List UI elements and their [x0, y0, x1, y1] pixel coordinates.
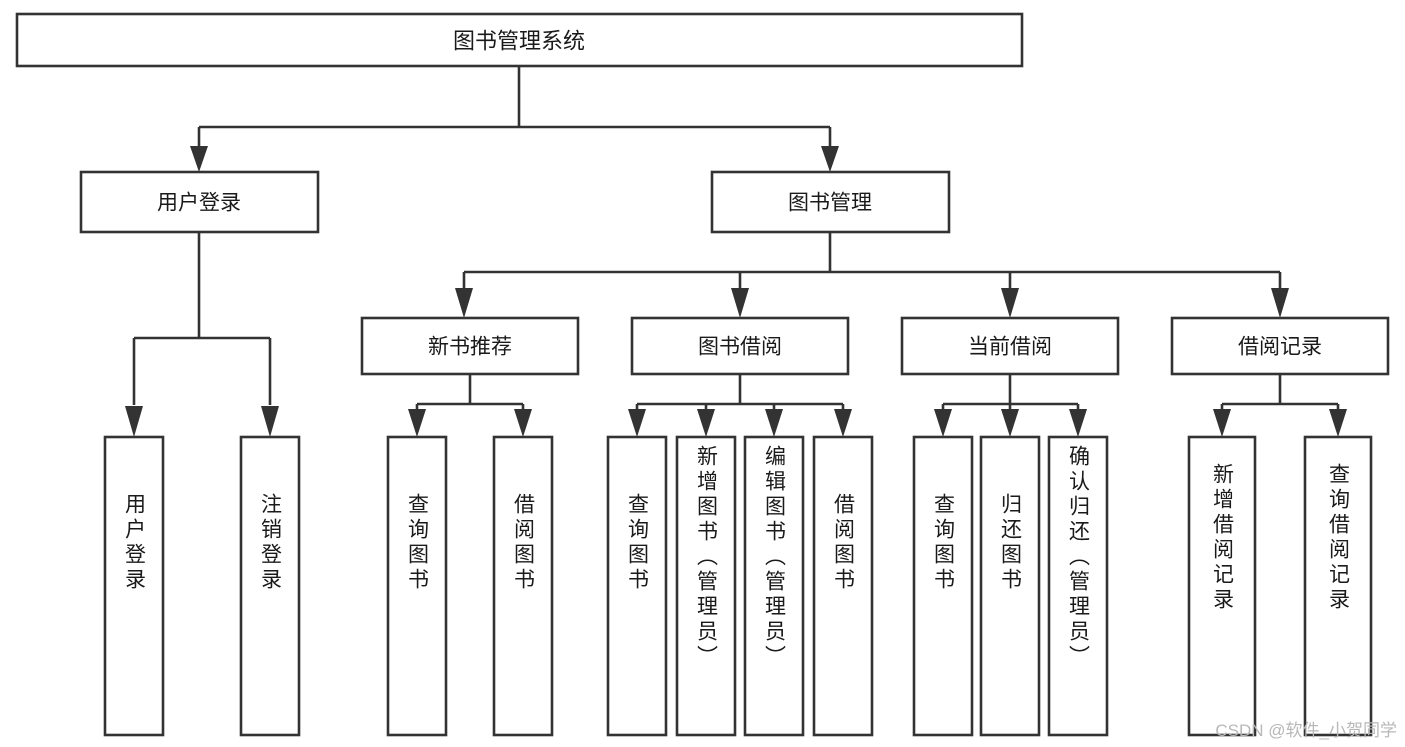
- leaf-logout-box[interactable]: [239, 435, 301, 737]
- node-user-login-box[interactable]: [79, 170, 320, 234]
- arrow-root-to-user-login: [190, 146, 208, 172]
- arrow-to-leaf-borrow-book-b: [834, 409, 852, 437]
- node-new-book-rec[interactable]: 新书推荐: [360, 316, 580, 376]
- node-borrow-record[interactable]: 借阅记录: [1170, 316, 1390, 376]
- connector-group: [125, 66, 1347, 437]
- node-current-borrow-box[interactable]: [900, 316, 1120, 376]
- arrow-to-leaf-user-login: [125, 406, 143, 437]
- leaf-box-group: [103, 435, 1373, 737]
- leaf-query-book-a-box[interactable]: [386, 435, 448, 737]
- node-book-manage-label: 图书管理: [788, 192, 872, 215]
- node-root-box[interactable]: [15, 12, 1024, 68]
- node-new-book-rec-box[interactable]: [360, 316, 580, 376]
- arrow-to-leaf-borrow-book-a: [514, 409, 532, 437]
- arrow-to-current-borrow: [1001, 288, 1019, 318]
- node-user-login-label: 用户登录: [157, 192, 241, 215]
- arrow-to-book-borrow: [731, 288, 749, 318]
- node-current-borrow-label: 当前借阅: [968, 336, 1052, 359]
- arrow-to-leaf-edit-book: [765, 409, 783, 437]
- arrow-to-leaf-logout: [261, 406, 279, 437]
- node-borrow-record-box[interactable]: [1170, 316, 1390, 376]
- leaf-query-record-box[interactable]: [1303, 435, 1373, 737]
- node-borrow-record-label: 借阅记录: [1238, 336, 1322, 359]
- leaf-return-book-box[interactable]: [979, 435, 1041, 737]
- leaf-edit-book-box[interactable]: [743, 435, 805, 737]
- leaf-add-record-box[interactable]: [1187, 435, 1257, 737]
- node-root[interactable]: 图书管理系统: [15, 12, 1024, 68]
- node-new-book-rec-label: 新书推荐: [428, 336, 512, 359]
- arrow-to-leaf-confirm-return: [1069, 409, 1087, 437]
- arrow-root-to-book-manage: [821, 146, 839, 172]
- leaf-query-book-b-box[interactable]: [606, 435, 668, 737]
- arrow-to-leaf-return-book: [1001, 409, 1019, 437]
- arrow-to-leaf-query-book-a: [408, 409, 426, 437]
- node-book-borrow-label: 图书借阅: [698, 336, 782, 359]
- node-user-login[interactable]: 用户登录: [79, 170, 320, 234]
- arrow-to-leaf-query-book-c: [934, 409, 952, 437]
- leaf-query-book-c-box[interactable]: [912, 435, 974, 737]
- leaf-confirm-return-box[interactable]: [1047, 435, 1109, 737]
- leaf-add-book-box[interactable]: [675, 435, 737, 737]
- arrow-to-leaf-add-record: [1213, 409, 1231, 437]
- leaf-borrow-book-a-box[interactable]: [492, 435, 554, 737]
- arrow-to-borrow-record: [1271, 288, 1289, 318]
- arrow-to-leaf-query-record: [1329, 409, 1347, 437]
- node-book-borrow[interactable]: 图书借阅: [630, 316, 850, 376]
- node-current-borrow[interactable]: 当前借阅: [900, 316, 1120, 376]
- leaf-user-login-box[interactable]: [103, 435, 165, 737]
- arrow-to-leaf-query-book-b: [628, 409, 646, 437]
- node-book-manage[interactable]: 图书管理: [710, 170, 951, 234]
- leaf-borrow-book-b-box[interactable]: [812, 435, 874, 737]
- node-book-manage-box[interactable]: [710, 170, 951, 234]
- node-root-label: 图书管理系统: [453, 29, 585, 54]
- arrow-to-new-book-rec: [455, 288, 473, 318]
- node-book-borrow-box[interactable]: [630, 316, 850, 376]
- arrow-to-leaf-add-book: [697, 409, 715, 437]
